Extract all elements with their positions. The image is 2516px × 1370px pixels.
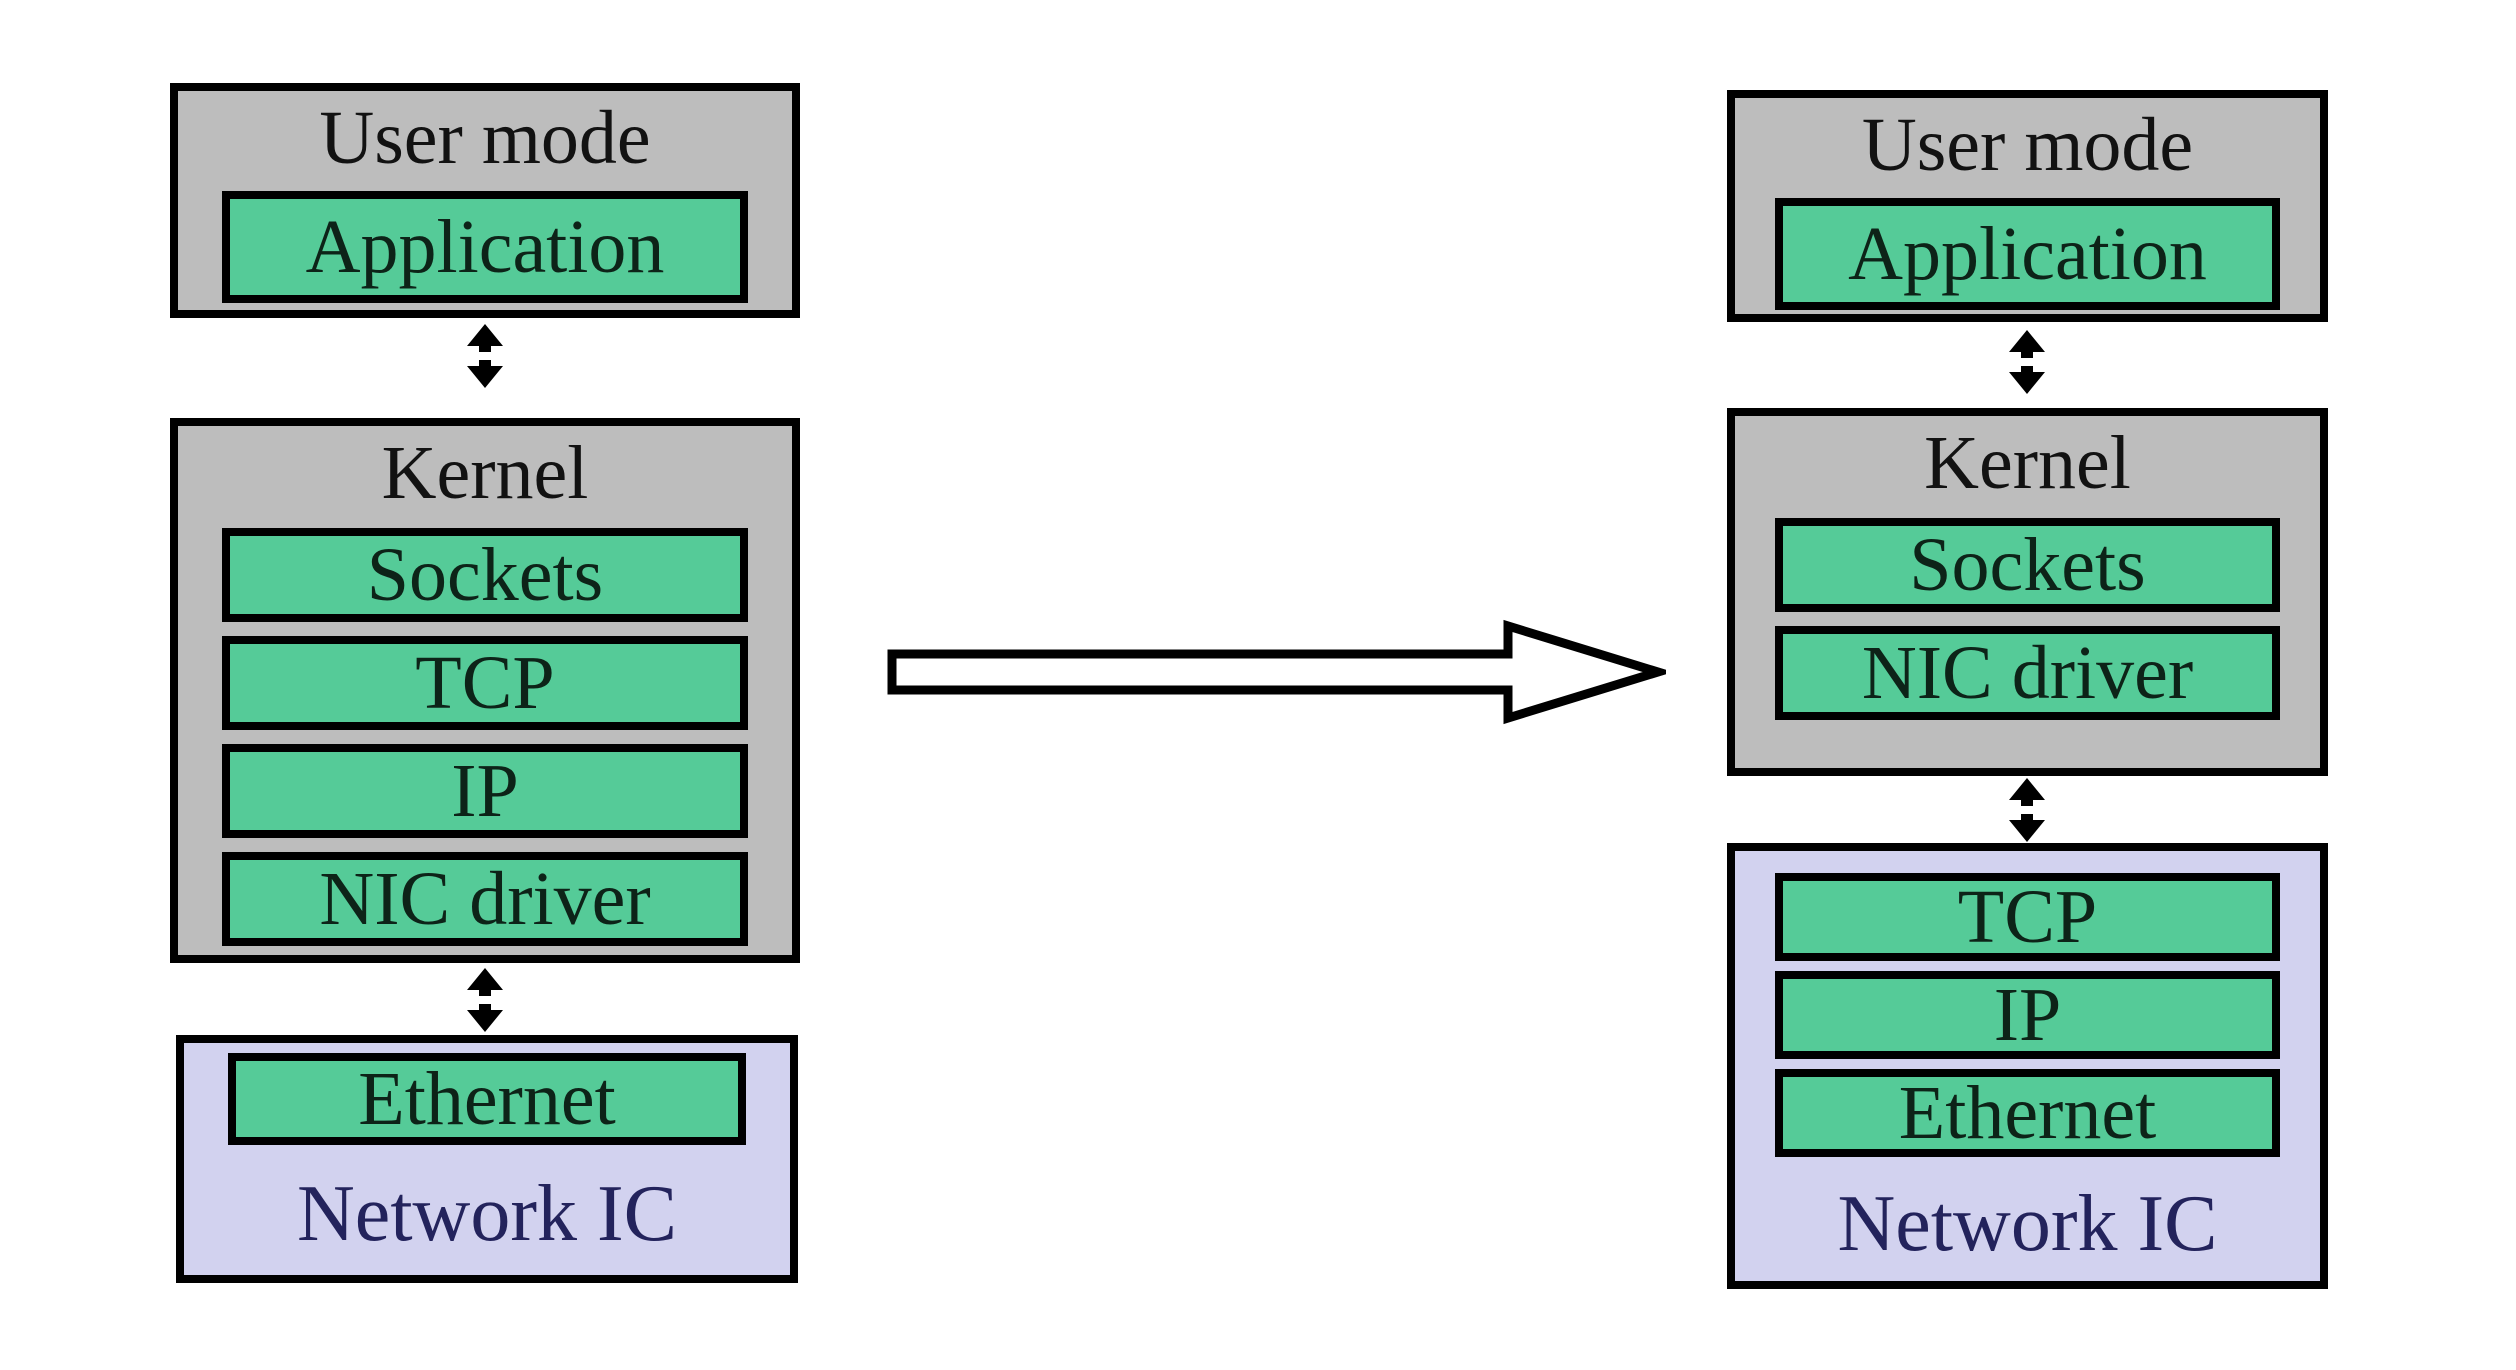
right-nic-driver-box: NIC driver [1775,626,2280,720]
left-nic-driver-box: NIC driver [222,852,748,946]
left-network-ic-label: Network IC [297,1170,677,1258]
right-sockets-box: Sockets [1775,518,2280,612]
right-user-mode-title: User mode [1861,103,2194,187]
left-sockets-box: Sockets [222,528,748,622]
right-kernel-nic-double-arrow-icon [2009,778,2045,842]
left-ethernet-box: Ethernet [228,1053,746,1145]
left-user-kernel-double-arrow-icon [467,324,503,388]
right-ethernet-box: Ethernet [1775,1069,2280,1157]
right-tcp-box: TCP [1775,873,2280,961]
left-user-mode-box: User mode Application [170,83,800,318]
offload-transform-arrow-icon [887,619,1666,725]
right-user-mode-box: User mode Application [1727,90,2328,322]
right-application-box: Application [1775,198,2280,310]
left-kernel-box: Kernel Sockets TCP IP NIC driver [170,418,800,963]
left-kernel-title: Kernel [381,431,589,515]
right-network-ic-box: TCP IP Ethernet Network IC [1727,843,2328,1289]
right-ip-box: IP [1775,971,2280,1059]
left-tcp-box: TCP [222,636,748,730]
right-user-kernel-double-arrow-icon [2009,330,2045,394]
right-kernel-title: Kernel [1924,421,2131,505]
left-ip-box: IP [222,744,748,838]
right-network-ic-label: Network IC [1837,1180,2218,1268]
left-network-ic-box: Ethernet Network IC [176,1035,798,1283]
left-kernel-nic-double-arrow-icon [467,968,503,1032]
left-user-mode-title: User mode [319,96,651,180]
left-application-box: Application [222,191,748,303]
right-kernel-box: Kernel Sockets NIC driver [1727,408,2328,776]
